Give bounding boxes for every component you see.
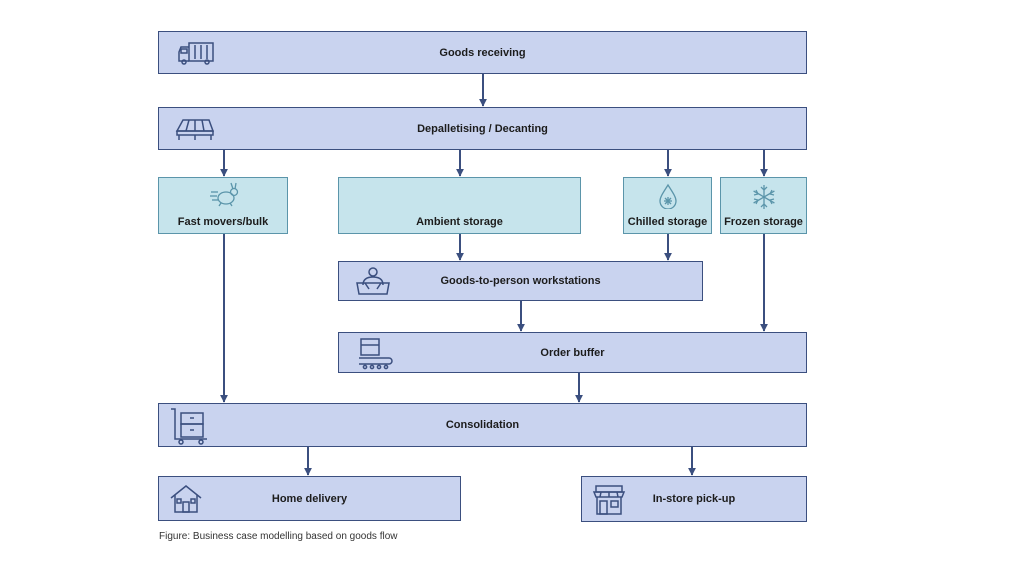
snowflake-icon bbox=[753, 185, 775, 209]
frozen-storage-label: Frozen storage bbox=[724, 216, 803, 228]
fast-movers-label: Fast movers/bulk bbox=[177, 216, 269, 228]
truck-icon bbox=[178, 42, 214, 65]
water-drop-icon bbox=[659, 183, 677, 209]
store-icon bbox=[592, 485, 626, 515]
ambient-storage-box: Ambient storage bbox=[338, 177, 581, 234]
home-delivery-box: Home delivery bbox=[158, 476, 461, 521]
depalletising-label: Depalletising / Decanting bbox=[417, 122, 548, 135]
ambient-storage-label: Ambient storage bbox=[416, 216, 503, 228]
conveyor-icon bbox=[359, 338, 393, 370]
depalletising-box: Depalletising / Decanting bbox=[158, 107, 807, 150]
house-icon bbox=[170, 485, 202, 513]
pallet-icon bbox=[175, 119, 215, 140]
frozen-storage-box: Frozen storage bbox=[720, 177, 807, 234]
trolley-icon bbox=[171, 408, 207, 445]
order-buffer-label: Order buffer bbox=[540, 346, 605, 359]
figure-caption: Figure: Business case modelling based on… bbox=[159, 531, 398, 542]
instore-pickup-label: In-store pick-up bbox=[652, 493, 736, 505]
home-delivery-label: Home delivery bbox=[271, 492, 348, 505]
fast-movers-box: Fast movers/bulk bbox=[158, 177, 288, 234]
consolidation-label: Consolidation bbox=[445, 419, 520, 431]
consolidation-box: Consolidation bbox=[158, 403, 807, 447]
instore-pickup-box: In-store pick-up bbox=[581, 476, 807, 522]
gtp-workstations-label: Goods-to-person workstations bbox=[440, 275, 601, 287]
goods-receiving-box: Goods receiving bbox=[158, 31, 807, 74]
goods-receiving-label: Goods receiving bbox=[439, 46, 526, 59]
worker-icon bbox=[356, 267, 390, 295]
chilled-storage-label: Chilled storage bbox=[627, 216, 708, 228]
order-buffer-box: Order buffer bbox=[338, 332, 807, 373]
rabbit-icon bbox=[210, 182, 239, 207]
chilled-storage-box: Chilled storage bbox=[623, 177, 712, 234]
gtp-workstations-box: Goods-to-person workstations bbox=[338, 261, 703, 301]
